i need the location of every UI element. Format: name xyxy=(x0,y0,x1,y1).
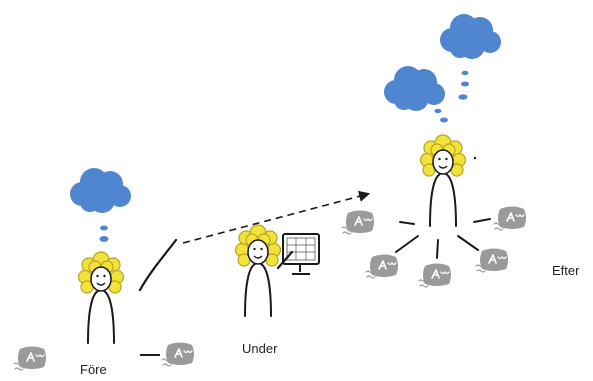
sticky-note-icon xyxy=(493,205,527,231)
sticky-note-icon xyxy=(475,247,509,273)
thought-dots xyxy=(434,70,469,123)
thought-cloud-icon xyxy=(70,168,131,213)
thought-dots xyxy=(99,225,109,242)
thought-cloud-icon xyxy=(384,66,445,111)
sticky-note-icon xyxy=(341,209,375,235)
stage-fore xyxy=(13,168,195,371)
connector-lines xyxy=(395,218,491,259)
progress-connector xyxy=(138,238,178,292)
sticky-note-icon xyxy=(13,345,47,371)
sticky-note-icon xyxy=(365,253,399,279)
sticky-note-icon xyxy=(418,262,452,288)
stage-label-efter: Efter xyxy=(552,263,580,278)
stage-label-under: Under xyxy=(242,341,278,356)
person-icon xyxy=(234,224,282,317)
stage-efter xyxy=(341,14,527,288)
person-icon xyxy=(419,134,467,227)
thought-cloud-icon xyxy=(440,14,501,59)
stage-label-fore: Före xyxy=(80,362,107,377)
screen-icon xyxy=(276,233,320,275)
stage-under xyxy=(234,224,320,317)
progress-arrow xyxy=(182,190,371,244)
sticky-note-icon xyxy=(140,341,195,367)
person-icon xyxy=(77,251,125,344)
